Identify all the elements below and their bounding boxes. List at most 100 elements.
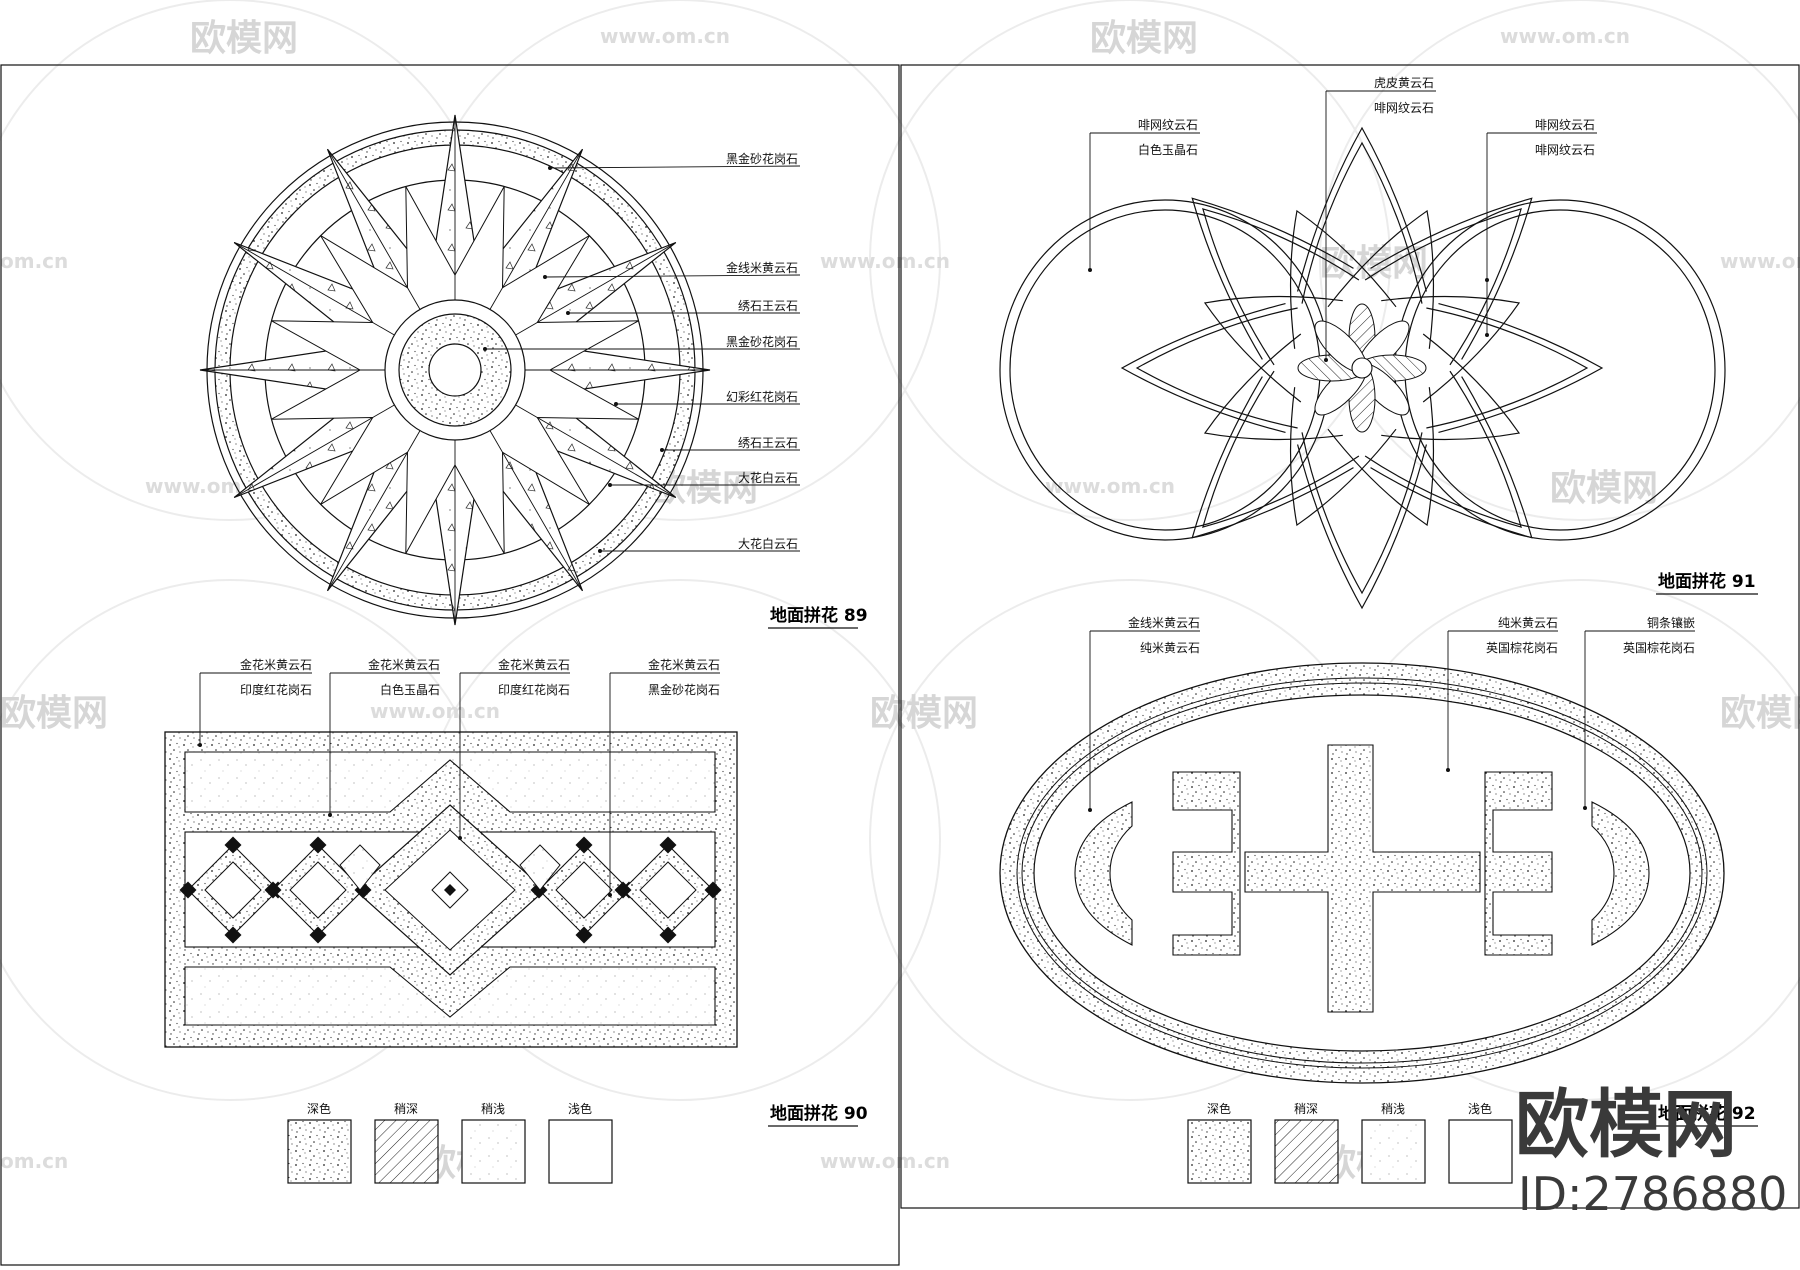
lattice-petal-mid — [1327, 209, 1435, 349]
lattice-petal-inner — [1202, 370, 1360, 528]
legend-label: 稍浅 — [481, 1102, 505, 1116]
callout-label: 啡网纹云石 — [1535, 143, 1595, 157]
brand-stamp: 欧模网 ID:2786880 — [1515, 1082, 1787, 1221]
callout-label: 英国棕花岗石 — [1486, 640, 1558, 655]
lattice-petal-inner — [1426, 307, 1589, 429]
legend-swatch — [548, 1119, 613, 1184]
center-dot — [428, 343, 482, 397]
legend-swatch — [1274, 1119, 1339, 1184]
legend-label: 浅色 — [568, 1102, 592, 1116]
lattice-petal — [1296, 126, 1428, 292]
callout-dot — [1485, 333, 1489, 337]
center-glyph — [1244, 744, 1481, 1013]
flower-center — [1351, 357, 1373, 379]
brand-id: ID:2786880 — [1518, 1167, 1787, 1221]
black-key-square — [224, 836, 242, 854]
callout-label: 大花白云石 — [738, 536, 798, 551]
callout-label: 绣石王云石 — [738, 436, 798, 450]
callout-label: 啡网纹云石 — [1138, 118, 1198, 132]
side-diamond-inner — [289, 861, 347, 919]
callout-dot — [1485, 278, 1489, 282]
callout-leader — [549, 165, 801, 169]
star-ray-line — [327, 148, 421, 310]
right-glyph — [1484, 771, 1553, 956]
watermark-url: www.om.cn — [1045, 474, 1175, 498]
black-key-square — [575, 836, 593, 854]
watermark-brand: 欧模网 — [1090, 18, 1198, 59]
lattice-petal-inner — [1202, 208, 1360, 366]
watermark-url: www.om.cn — [1720, 249, 1800, 273]
title-drawing-92: 地面拼花 92 — [1658, 1103, 1756, 1124]
right-crescent — [1591, 801, 1650, 946]
small-diamond — [519, 844, 561, 891]
legend-swatch — [1187, 1119, 1252, 1184]
drawing-titles: 地面拼花 89 地面拼花 90 地面拼花 91 地面拼花 92 — [768, 571, 1758, 1127]
star-ray-line — [489, 148, 583, 310]
star-ray-line — [327, 430, 421, 592]
star-ray-line — [233, 404, 395, 498]
star-ray-line — [233, 242, 395, 336]
callout-label: 印度红花岗石 — [240, 682, 312, 697]
legend-swatch — [374, 1119, 439, 1184]
callout-label: 印度红花岗石 — [498, 682, 570, 697]
small-diamond — [339, 844, 381, 891]
callout-dot — [458, 836, 462, 840]
lattice-petal — [1370, 376, 1533, 539]
lattice-petal — [1120, 302, 1286, 434]
watermark-brand: 欧模网 — [0, 693, 108, 734]
black-key-square — [614, 881, 632, 899]
black-key-square — [659, 836, 677, 854]
callout-label: 铜条镶嵌 — [1647, 615, 1695, 630]
black-key-square — [659, 926, 677, 944]
left-crescent — [1074, 801, 1133, 946]
black-key-square — [575, 926, 593, 944]
callout-label: 纯米黄云石 — [1498, 616, 1558, 630]
black-key-square — [704, 881, 722, 899]
bottom-band — [184, 966, 716, 1026]
title-drawing-91: 地面拼花 91 — [1658, 571, 1756, 592]
floor-pattern-89: 黑金砂花岗石金线米黄云石绣石王云石黑金砂花岗石幻彩红花岗石绣石王云石大花白云石大… — [199, 114, 801, 626]
left-glyph — [1172, 771, 1241, 956]
material-legend-right: 深色稍深稍浅浅色 — [1187, 1102, 1513, 1184]
lattice-petal-inner — [1364, 370, 1522, 528]
callout-dot — [198, 743, 202, 747]
callout-dot — [608, 483, 612, 487]
legend-label: 稍深 — [1294, 1102, 1318, 1116]
lattice-petal-inner — [1301, 141, 1423, 304]
legend-swatch — [1361, 1119, 1426, 1184]
callout-label: 黑金砂花岗石 — [726, 334, 798, 349]
callout-dot — [660, 448, 664, 452]
floor-pattern-90: 金花米黄云石印度红花岗石金花米黄云石白色玉晶石金花米黄云石印度红花岗石金花米黄云… — [164, 657, 738, 1048]
watermark-brand: 欧模网 — [1320, 243, 1428, 284]
lattice-petal-inner — [1364, 208, 1522, 366]
callout-dot — [1583, 806, 1587, 810]
callout-label: 大花白云石 — [738, 470, 798, 485]
title-drawing-90: 地面拼花 90 — [770, 1103, 868, 1124]
callout-label: 幻彩红花岗石 — [726, 389, 798, 404]
callout-label: 金花米黄云石 — [240, 657, 312, 672]
brand-logo-text: 欧模网 — [1515, 1082, 1737, 1168]
callout-label: 纯米黄云石 — [1140, 641, 1200, 655]
callout-label: 黑金砂花岗石 — [726, 151, 798, 166]
callout-leader — [544, 274, 801, 278]
top-band — [184, 751, 716, 813]
watermark-brand: 欧模网 — [190, 18, 298, 59]
right-sheet-frame — [900, 64, 1800, 1209]
center-diamond-dot — [444, 884, 456, 896]
lattice-petal — [1191, 197, 1354, 360]
legend-swatch — [461, 1119, 526, 1184]
watermark-brand: 欧模网 — [870, 693, 978, 734]
lattice-petal-inner — [1135, 307, 1298, 429]
side-diamond-inner — [639, 861, 697, 919]
callout-dot — [598, 549, 602, 553]
watermark-url: www.om.cn — [600, 24, 730, 48]
callout-dot — [548, 166, 552, 170]
legend-label: 稍深 — [394, 1102, 418, 1116]
star-ray-line — [515, 404, 677, 498]
watermark-url: om.cn — [0, 1149, 68, 1173]
callout-label: 白色玉晶石 — [380, 682, 440, 697]
callout-label: 虎皮黄云石 — [1374, 76, 1434, 90]
